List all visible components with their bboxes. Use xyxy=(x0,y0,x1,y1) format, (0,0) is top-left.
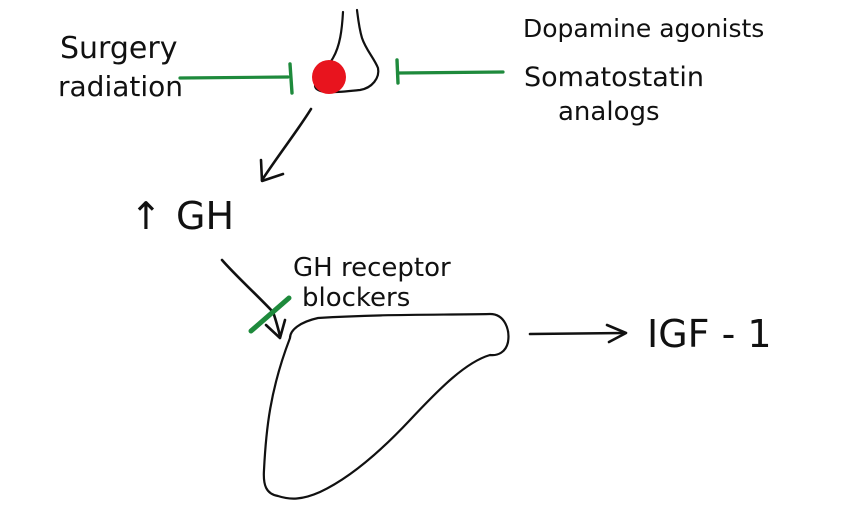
label-somatostatin: Somatostatin xyxy=(524,62,704,93)
label-gh: GH xyxy=(176,194,234,238)
label-dopamine-agonists: Dopamine agonists xyxy=(523,14,764,43)
tumor-dot xyxy=(312,60,346,94)
arrow-gh-to-liver xyxy=(220,258,282,338)
gh-increase-arrow: ↑ xyxy=(130,194,162,238)
liver-outline xyxy=(262,312,510,500)
arrow-tumor-to-gh xyxy=(260,107,313,182)
somatostatin-inhibition-line xyxy=(397,70,505,75)
pituitary-outline xyxy=(313,8,380,94)
arrow-tumor-to-gh-head xyxy=(259,158,285,183)
arrow-liver-to-igf1 xyxy=(528,331,626,336)
surgery-inhibition-bar xyxy=(288,62,294,95)
gh-receptor-blocker-strike xyxy=(248,295,292,334)
label-radiation: radiation xyxy=(58,70,183,103)
somatostatin-inhibition-bar xyxy=(395,58,400,85)
label-gh-receptor: GH receptor xyxy=(293,253,451,283)
arrow-liver-to-igf1-head xyxy=(605,323,628,344)
arrow-gh-to-liver-head xyxy=(264,318,287,340)
label-igf1: IGF - 1 xyxy=(647,312,772,356)
label-surgery: Surgery xyxy=(60,31,177,66)
surgery-inhibition-line xyxy=(178,75,290,80)
label-analogs: analogs xyxy=(558,97,660,127)
label-blockers: blockers xyxy=(302,283,410,313)
